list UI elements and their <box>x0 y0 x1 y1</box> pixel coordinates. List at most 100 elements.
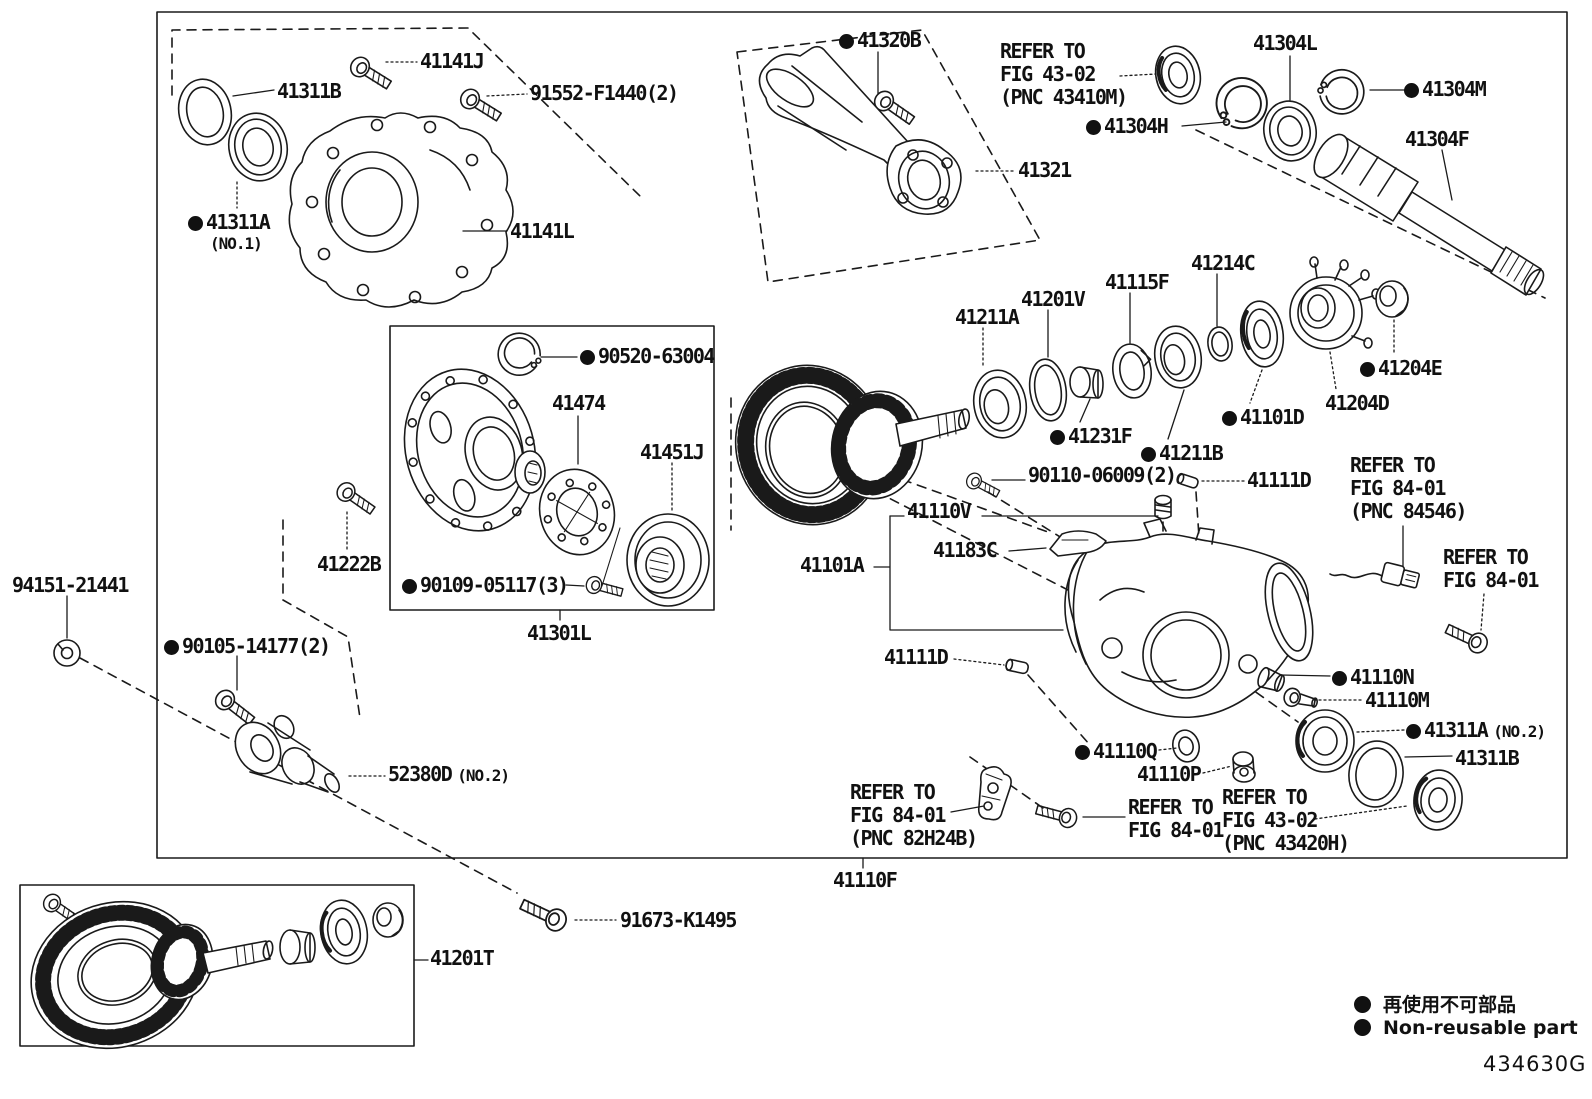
part-drawing-seal-43410M <box>1154 45 1202 105</box>
part-label-91552-F1440: 91552-F1440(2) <box>530 81 679 105</box>
part-drawing-41111D-left-pin <box>1005 658 1029 675</box>
diff-case-subassembly-frame <box>389 325 715 611</box>
part-label-41110Q: 41110Q <box>1075 740 1158 763</box>
part-label-41111D-right: 41111D <box>1247 468 1312 492</box>
non-reusable-dot-icon <box>402 579 417 594</box>
part-label-41222B: 41222B <box>317 552 382 576</box>
part-drawing-52380D <box>234 714 341 793</box>
connector-wire <box>1329 572 1383 579</box>
part-label-41311A-no2: 41311A(NO.2) <box>1406 719 1546 743</box>
part-drawing-41311A-no1 <box>227 112 289 182</box>
non-reusable-dot-icon <box>1404 83 1419 98</box>
non-reusable-dot-icon <box>1050 430 1065 445</box>
non-reusable-dot-icon <box>1086 120 1101 135</box>
part-drawing-41451J <box>601 513 710 607</box>
part-drawing-41115F <box>1112 343 1152 399</box>
part-drawing-41211A <box>972 369 1028 439</box>
part-drawing-41321 <box>758 45 962 215</box>
part-drawing-41110Q <box>1172 729 1200 763</box>
part-label-41311B-top: 41311B <box>277 79 342 103</box>
part-label-41101A: 41101A <box>800 553 865 577</box>
part-label-41204E: 41204E <box>1360 357 1443 380</box>
part-label-41231F: 41231F <box>1050 425 1133 448</box>
part-label-41204D: 41204D <box>1325 391 1390 415</box>
part-label-41304F: 41304F <box>1405 127 1470 151</box>
part-label-41311B-low: 41311B <box>1455 746 1520 770</box>
part-drawing-41311A-no2 <box>1295 709 1355 773</box>
part-drawing-41204E <box>1375 280 1409 318</box>
part-drawing-pinion-spacer <box>279 929 316 965</box>
part-drawing-41474 <box>538 468 616 556</box>
dotted-leader-lines <box>236 61 1485 921</box>
part-drawing-41183C <box>1049 530 1107 557</box>
part-label-41110M: 41110M <box>1365 688 1430 712</box>
part-label-41304M: 41304M <box>1404 78 1487 101</box>
part-label-41141L: 41141L <box>510 219 575 243</box>
part-drawing-pinion-seal <box>319 899 369 965</box>
part-label-41201V: 41201V <box>1021 287 1086 311</box>
non-reusable-dot-icon <box>1360 362 1375 377</box>
part-drawing-pinion-nut <box>372 902 404 938</box>
part-label-94151-21441: 94151-21441 <box>12 573 129 597</box>
non-reusable-dot-icon <box>839 34 854 49</box>
part-label-41110N: 41110N <box>1332 666 1415 689</box>
part-label-41101D: 41101D <box>1222 406 1305 429</box>
part-drawing-41304L <box>1263 100 1317 162</box>
part-label-41320B: 41320B <box>839 29 922 52</box>
part-label-41301L: 41301L <box>527 621 592 645</box>
part-label-41474: 41474 <box>552 391 606 415</box>
non-reusable-dot-icon <box>1354 996 1371 1013</box>
non-reusable-dot-icon <box>1141 447 1156 462</box>
part-drawing-41201V <box>1028 358 1068 422</box>
part-label-41110V: 41110V <box>907 499 972 523</box>
part-drawing-41111D-right-pin <box>1176 472 1199 489</box>
part-drawing-41231F <box>1069 366 1104 399</box>
part-drawing-41141L <box>288 112 514 308</box>
part-label-52380D: 52380D(NO.2) <box>388 762 510 786</box>
part-drawing-82H24B-yoke <box>977 766 1012 821</box>
part-label-41201T: 41201T <box>430 946 495 970</box>
part-label-41451J: 41451J <box>640 440 705 464</box>
part-label-41214C: 41214C <box>1191 251 1256 275</box>
part-drawing-43420H-seal <box>1413 769 1463 831</box>
non-reusable-dot-icon <box>1222 411 1237 426</box>
non-reusable-dot-icon <box>188 216 203 231</box>
part-drawing-84546-connector <box>1380 561 1421 589</box>
non-reusable-dot-icon <box>164 640 179 655</box>
non-reusable-dot-icon <box>1354 1019 1371 1036</box>
part-drawing-94151-washer <box>53 639 81 667</box>
main-assembly-frame <box>156 11 1568 859</box>
part-label-41183C: 41183C <box>933 538 998 562</box>
part-drawing-41311B-low <box>1348 740 1404 808</box>
part-label-41311A-no1: 41311A(NO.1) <box>188 211 271 254</box>
part-label-41321: 41321 <box>1018 158 1072 182</box>
non-reusable-dot-icon <box>1332 671 1347 686</box>
non-reusable-dot-icon <box>1075 745 1090 760</box>
part-drawing-41311B-top <box>177 78 233 146</box>
leader-lines <box>66 51 1453 961</box>
part-label-90110-06009: 90110-06009(2) <box>1028 463 1177 487</box>
legend-non-reusable-jp: 再使用不可部品 <box>1354 990 1516 1017</box>
part-label-41110P: 41110P <box>1137 762 1202 786</box>
part-label-91673-K1495: 91673-K1495 <box>620 908 737 932</box>
part-label-90520-63004: 90520-63004 <box>580 345 715 368</box>
part-drawing-41110V <box>1154 494 1172 520</box>
part-drawing-41110M <box>1283 687 1318 708</box>
part-drawing-41211B <box>1153 325 1203 389</box>
part-drawing-41101D <box>1239 300 1285 368</box>
part-label-41304H: 41304H <box>1086 115 1169 138</box>
part-drawing-diff-case <box>403 368 537 532</box>
part-drawing-41110N <box>1257 666 1286 692</box>
part-label-90105-14177: 90105-14177(2) <box>164 635 331 658</box>
part-label-90109-05117: 90109-05117(3) <box>402 574 569 597</box>
part-drawing-drive-pinion-ring-gear <box>734 364 971 526</box>
part-label-41211B: 41211B <box>1141 442 1224 465</box>
part-drawing-41204D <box>1289 256 1381 350</box>
